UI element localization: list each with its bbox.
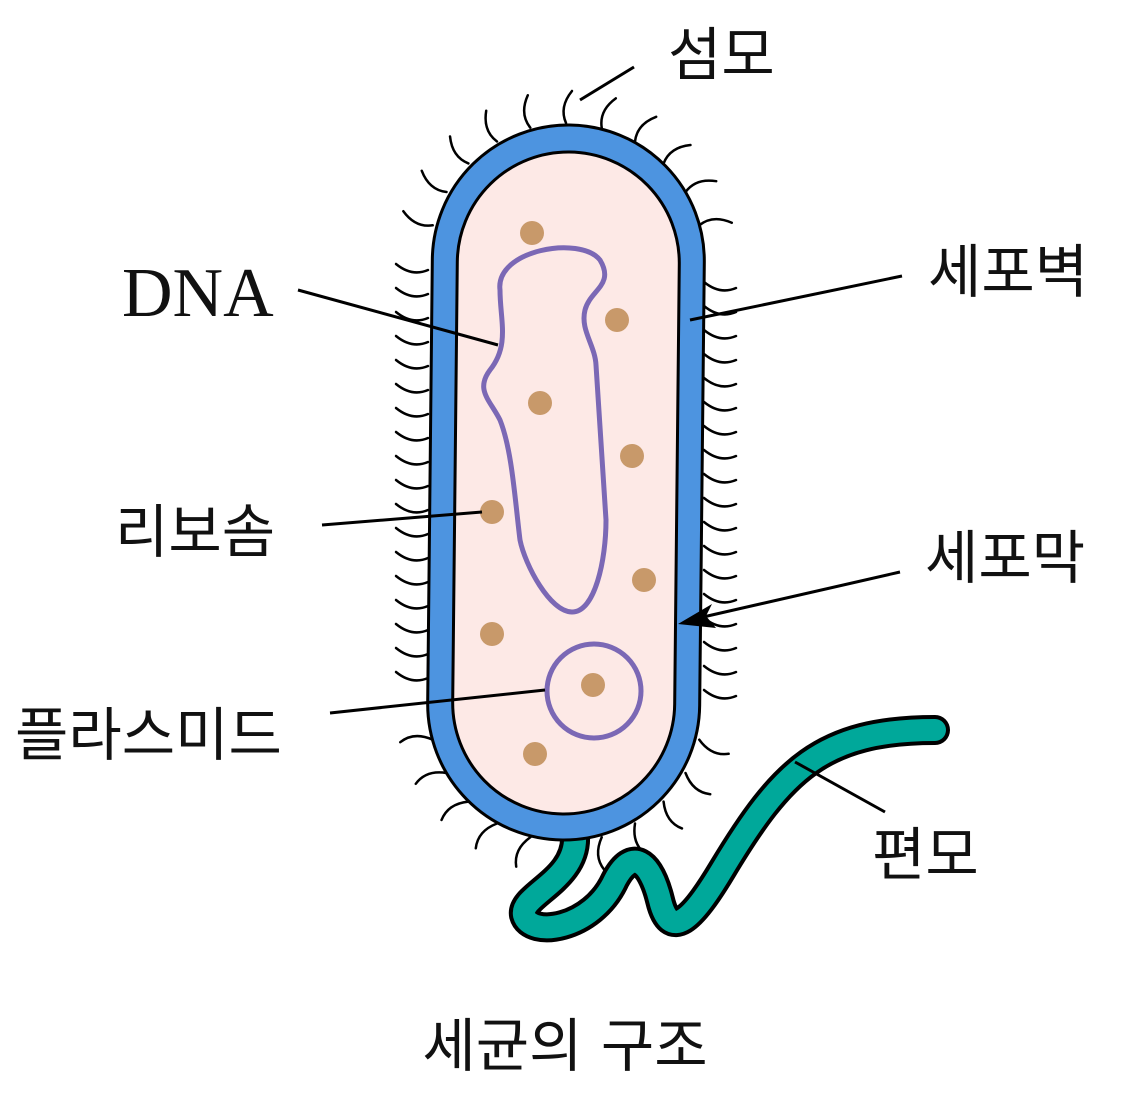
pilus [600, 97, 618, 129]
pilus [702, 520, 738, 532]
pili [394, 89, 738, 876]
pilus [394, 406, 430, 418]
pilus [562, 89, 574, 125]
pilus [440, 800, 470, 822]
pilus [662, 143, 692, 165]
pilus [702, 568, 738, 580]
pilus [394, 262, 430, 274]
pilus [394, 550, 430, 562]
diagram-title: 세균의 구조 [422, 1012, 707, 1080]
pilus [514, 836, 532, 868]
plasmid [544, 641, 644, 741]
pilus [522, 93, 532, 129]
ribosome [480, 500, 504, 524]
ribosome [523, 742, 547, 766]
ribosome [620, 444, 644, 468]
label-pili: 섬모 [668, 21, 775, 89]
pilus [633, 115, 658, 143]
pilus [402, 209, 434, 227]
ribosome [581, 673, 605, 697]
pilus [394, 286, 430, 298]
label-plasmid: 플라스미드 [15, 701, 282, 769]
pilus [702, 424, 738, 436]
pilus [596, 836, 606, 872]
label-flagellum: 편모 [872, 821, 979, 889]
cell-membrane-leader [689, 570, 901, 622]
pilus [394, 646, 430, 658]
pilus [702, 496, 738, 508]
label-ribosome: 리보솜 [115, 498, 275, 566]
pilus [394, 382, 430, 394]
flagellum-leader [794, 760, 886, 814]
cell-wall-leader [689, 274, 903, 322]
pilus [702, 664, 738, 676]
pilus [394, 430, 430, 442]
label-cell-membrane: 세포막 [925, 524, 1085, 592]
pilus [702, 376, 738, 388]
dna-strand [481, 245, 609, 615]
pilus [420, 169, 448, 194]
pilus [698, 217, 734, 227]
pilus [394, 574, 430, 586]
pilus [394, 502, 430, 514]
pilus [394, 598, 430, 610]
ribosome [520, 221, 544, 245]
pilus [394, 454, 430, 466]
pilus [394, 334, 430, 346]
pilus [662, 800, 684, 830]
pilus [394, 670, 430, 682]
pilus [394, 478, 430, 490]
pilus [394, 358, 430, 370]
pilus [684, 771, 712, 796]
pilus [484, 109, 499, 143]
ribosome [480, 622, 504, 646]
ribosome [605, 308, 629, 332]
pilus [414, 771, 448, 786]
ribosome-leader [321, 510, 483, 527]
label-dna: DNA [122, 255, 274, 332]
arrowhead-icon [678, 604, 716, 628]
pilus [698, 738, 730, 756]
pilus [394, 526, 430, 538]
ribosome [632, 568, 656, 592]
pilus [702, 400, 738, 412]
pilus [702, 280, 738, 292]
pilus [684, 179, 718, 194]
pilus [702, 352, 738, 364]
pilus [474, 822, 499, 850]
pilus [702, 448, 738, 460]
ribosome [528, 391, 552, 415]
pilus [702, 544, 738, 556]
cytoplasm [451, 150, 681, 816]
dna-leader [297, 288, 499, 347]
pilus [702, 592, 738, 604]
pili-leader [579, 65, 635, 102]
pilus [448, 135, 470, 165]
pilus [398, 734, 434, 744]
pilus [394, 622, 430, 634]
flagellum [509, 715, 950, 943]
pilus [702, 472, 738, 484]
label-cell-wall: 세포벽 [928, 238, 1088, 306]
ribosomes [480, 221, 656, 766]
pilus [702, 640, 738, 652]
pilus [702, 688, 738, 700]
pilus [702, 328, 738, 340]
plasmid-leader [329, 688, 546, 715]
